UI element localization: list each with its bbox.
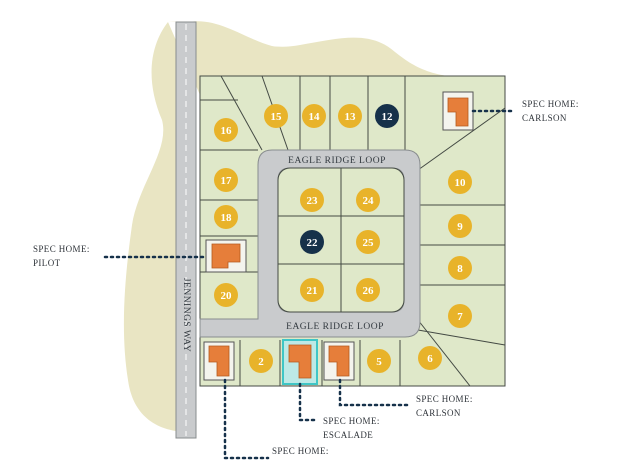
lot-17[interactable]: 17: [214, 168, 238, 192]
lot-18[interactable]: 18: [214, 205, 238, 229]
jennings-way-road: [175, 21, 197, 439]
road-label-eagle-ridge-bottom: EAGLE RIDGE LOOP: [286, 322, 384, 332]
lot-number-label: 12: [382, 111, 394, 123]
lot-25[interactable]: 25: [356, 230, 380, 254]
lot-badge-circle: [418, 346, 442, 370]
lot-20[interactable]: 20: [214, 283, 238, 307]
lot-12[interactable]: 12: [375, 104, 399, 128]
lot-number-label: 20: [221, 290, 233, 302]
spec-home-escalade-icon[interactable]: [282, 339, 318, 385]
lot-13[interactable]: 13: [338, 104, 362, 128]
lot-badge-circle: [264, 104, 288, 128]
inner-lot-lines: [278, 168, 404, 312]
lot-number-label: 22: [307, 237, 319, 249]
lot-number-label: 15: [271, 111, 283, 123]
lot-number-label: 7: [457, 311, 463, 323]
road-label-eagle-ridge-top: EAGLE RIDGE LOOP: [288, 156, 386, 166]
lot-6[interactable]: 6: [418, 346, 442, 370]
spec-label-carlson-bottom: SPEC HOME: CARLSON: [416, 394, 475, 418]
lot-badge-circle: [300, 188, 324, 212]
lot-9[interactable]: 9: [448, 214, 472, 238]
lot-number-label: 18: [221, 212, 233, 224]
terrain-area: [123, 21, 501, 433]
lot-badge-circle: [249, 349, 273, 373]
spec-label-carlson-top: SPEC HOME: CARLSON: [522, 99, 581, 123]
lot-number-label: 2: [258, 356, 264, 368]
lot-21[interactable]: 21: [300, 278, 324, 302]
spec-home-pilot-icon[interactable]: [205, 239, 247, 273]
lot-number-label: 9: [457, 221, 463, 233]
lot-badge-circle: [356, 230, 380, 254]
lot-badge-circle: [302, 104, 326, 128]
lot-number-label: 17: [221, 175, 233, 187]
lot-badge-circle: [448, 214, 472, 238]
lot-badge-circle: [448, 304, 472, 328]
spec-home-carlson-bottom-icon[interactable]: [323, 341, 355, 381]
lot-14[interactable]: 14: [302, 104, 326, 128]
lot-number-label: 6: [427, 353, 433, 365]
terrain-area: [188, 21, 420, 77]
lot-number-label: 16: [221, 125, 233, 137]
road-label-jennings-way: JENNINGS WAY: [181, 278, 191, 352]
lot-2[interactable]: 2: [249, 349, 273, 373]
lot-number-label: 25: [363, 237, 375, 249]
lot-number-label: 24: [363, 195, 375, 207]
spec-label-pilot: SPEC HOME: PILOT: [33, 244, 92, 268]
lot-24[interactable]: 24: [356, 188, 380, 212]
lot-badge-circle: [214, 283, 238, 307]
spec-label-escalade: SPEC HOME: ESCALADE: [323, 416, 382, 440]
lot-badge-circle: [375, 104, 399, 128]
lot-badge-circle: [448, 170, 472, 194]
lot-15[interactable]: 15: [264, 104, 288, 128]
lot-8[interactable]: 8: [448, 256, 472, 280]
lot-number-label: 8: [457, 263, 463, 275]
lot-badge-circle: [448, 256, 472, 280]
spec-label-bottom-left: SPEC HOME:: [272, 446, 329, 456]
lot-badge-circle: [356, 278, 380, 302]
lot-badge-circle: [300, 278, 324, 302]
lot-23[interactable]: 23: [300, 188, 324, 212]
lot-number-label: 5: [376, 356, 382, 368]
spec-home-bottom-left-icon[interactable]: [203, 341, 235, 381]
lot-7[interactable]: 7: [448, 304, 472, 328]
lot-number-label: 10: [455, 177, 467, 189]
lot-number-label: 13: [345, 111, 357, 123]
lot-badge-circle: [300, 230, 324, 254]
lot-badge-circle: [367, 349, 391, 373]
lot-16[interactable]: 16: [214, 118, 238, 142]
spec-home-carlson-top-icon[interactable]: [442, 91, 474, 131]
lot-number-label: 21: [307, 285, 318, 297]
lot-10[interactable]: 10: [448, 170, 472, 194]
lot-badge-circle: [338, 104, 362, 128]
lot-number-label: 26: [363, 285, 375, 297]
lot-number-label: 14: [309, 111, 321, 123]
lot-badge-circle: [356, 188, 380, 212]
lot-badge-circle: [214, 168, 238, 192]
lot-5[interactable]: 5: [367, 349, 391, 373]
lot-26[interactable]: 26: [356, 278, 380, 302]
leader-lines: [103, 109, 517, 460]
lot-number-label: 23: [307, 195, 319, 207]
lot-badge-circle: [214, 205, 238, 229]
lot-badge-circle: [214, 118, 238, 142]
lot-22[interactable]: 22: [300, 230, 324, 254]
